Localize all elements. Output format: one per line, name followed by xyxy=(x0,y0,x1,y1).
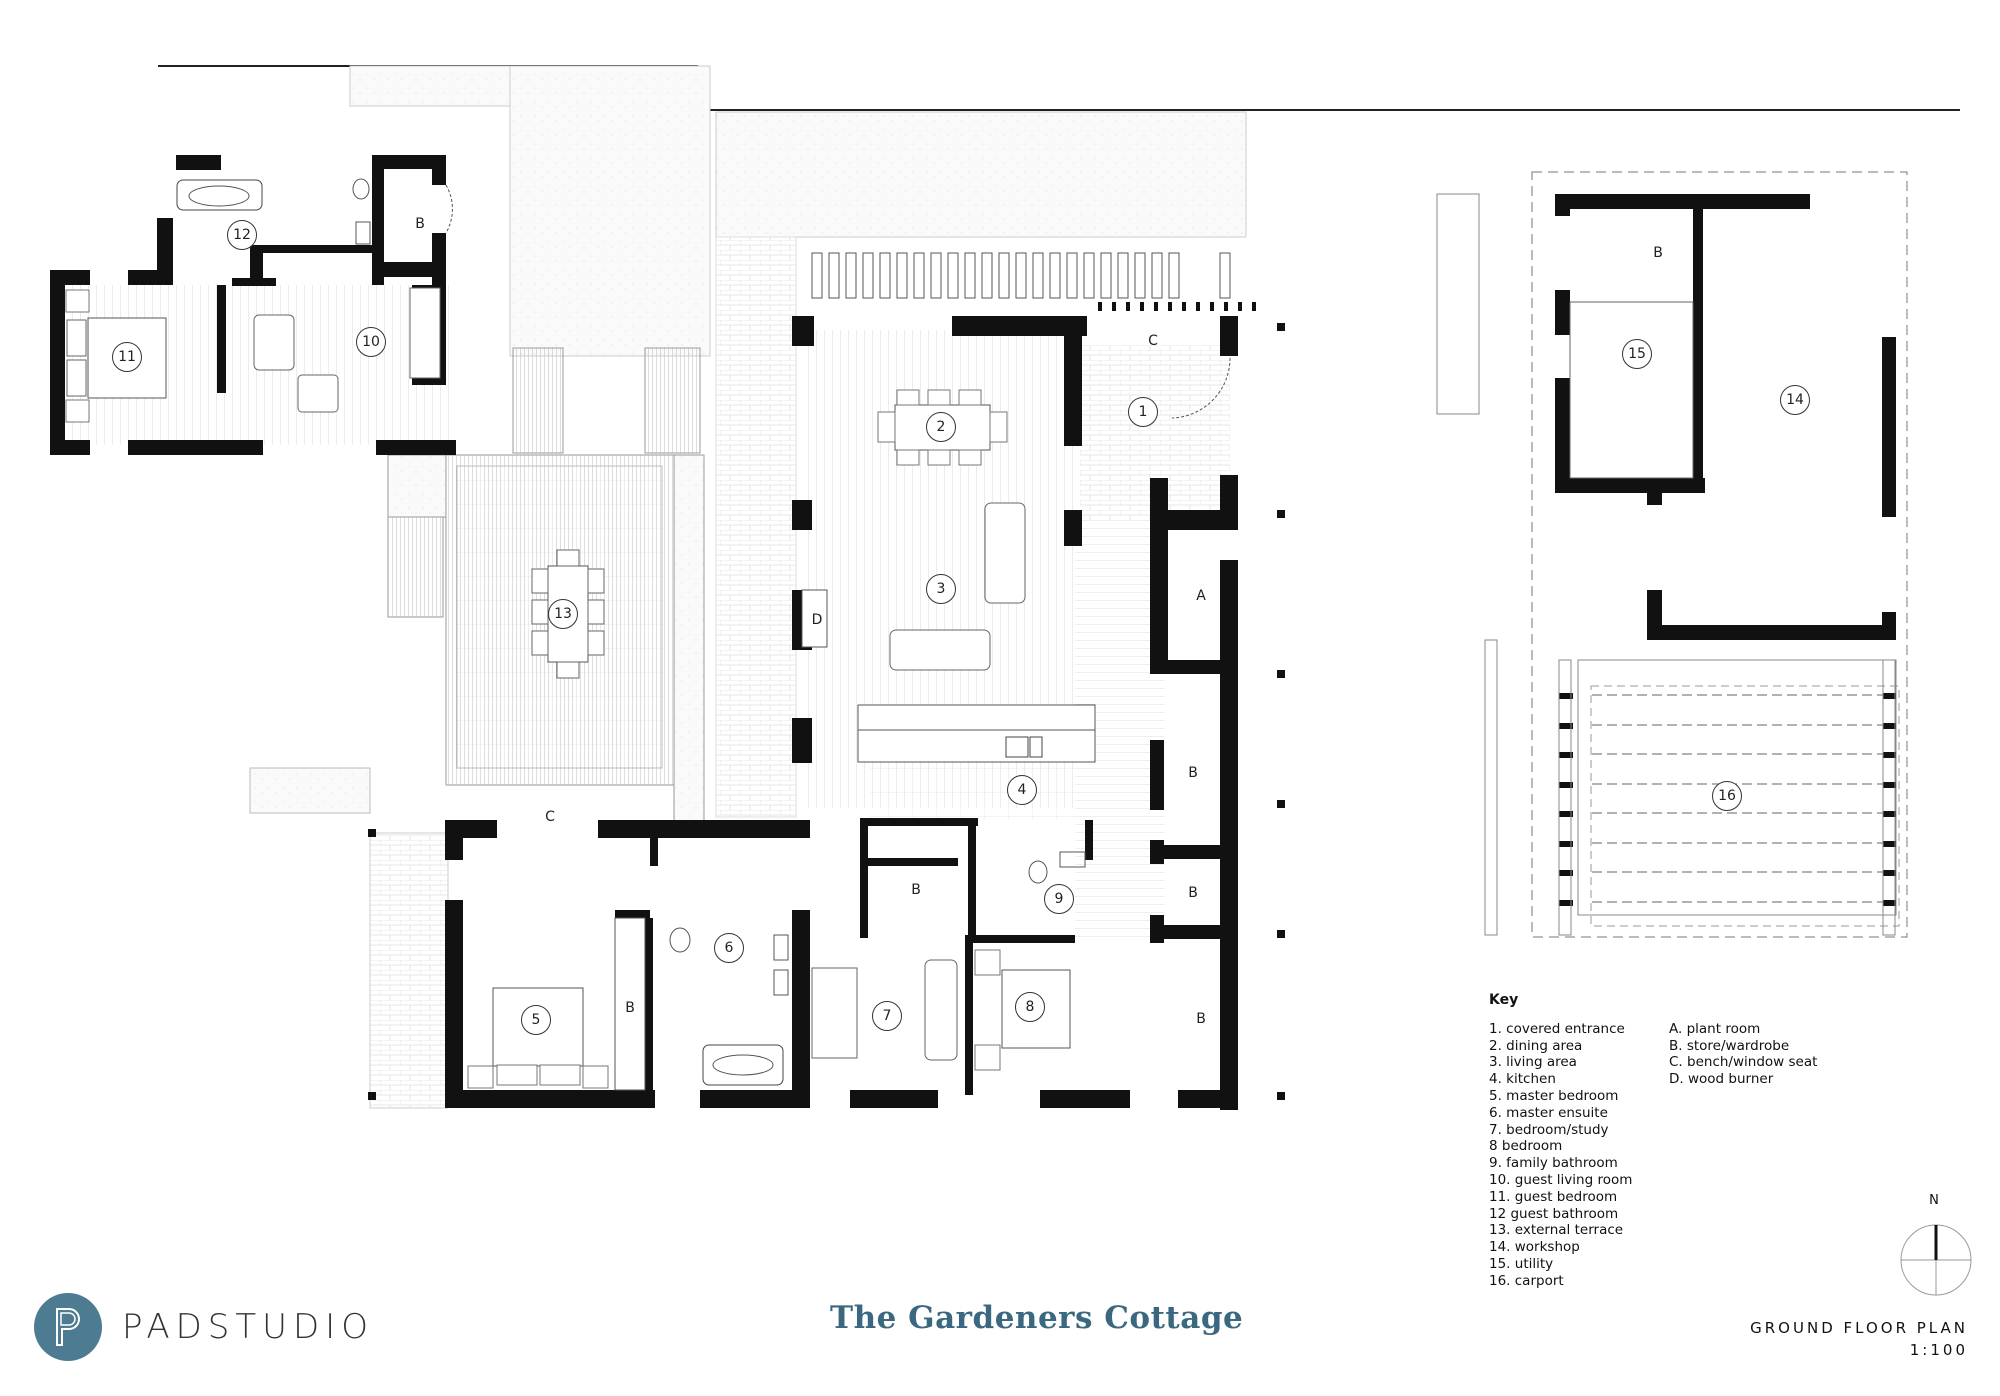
room-tag-14: 14 xyxy=(1780,385,1810,415)
pergola-posts xyxy=(368,302,1285,1100)
key-heading: Key xyxy=(1489,992,1519,1008)
room-tag-12: 12 xyxy=(227,220,257,250)
project-title: The Gardeners Cottage xyxy=(830,1300,1244,1336)
bench-label: C xyxy=(1148,333,1158,349)
key-item: 16. carport xyxy=(1489,1272,1564,1289)
bench-label: C xyxy=(545,809,555,825)
wood-burner-label: D xyxy=(811,612,823,628)
key-item: 15. utility xyxy=(1489,1255,1554,1272)
room-tag-6: 6 xyxy=(714,933,744,963)
plant-room-label: A xyxy=(1196,588,1206,604)
room-tag-8: 8 xyxy=(1015,992,1045,1022)
garden-areas xyxy=(249,65,1247,1109)
guest-annex xyxy=(50,155,456,455)
brand-name: PADSTUDIO xyxy=(122,1307,374,1347)
key-item: 1. covered entrance xyxy=(1489,1020,1625,1037)
room-tag-10: 10 xyxy=(356,327,386,357)
store-label: B xyxy=(1188,765,1198,781)
room-tag-13: 13 xyxy=(548,599,578,629)
room-tag-1: 1 xyxy=(1128,397,1158,427)
store-label: B xyxy=(1188,885,1198,901)
p-glyph-icon xyxy=(56,1308,80,1346)
key-features-list: A. plant room B. store/wardrobe C. bench… xyxy=(1669,1021,1817,1290)
room-tag-4: 4 xyxy=(1007,775,1037,805)
drawing-title: GROUND FLOOR PLAN xyxy=(1750,1319,1968,1337)
key-item: 6. master ensuite xyxy=(1489,1104,1608,1121)
key-item: 12 guest bathroom xyxy=(1489,1205,1619,1222)
key-item: 14. workshop xyxy=(1489,1239,1580,1256)
room-tag-3: 3 xyxy=(926,574,956,604)
store-label: B xyxy=(415,216,425,232)
key-item: 5. master bedroom xyxy=(1489,1087,1619,1104)
logo-mark-icon xyxy=(34,1293,102,1361)
pergola-slats xyxy=(811,252,1231,299)
brand-logo: PADSTUDIO xyxy=(34,1293,374,1361)
key-rooms-list: 1. covered entrance 2. dining area 3. li… xyxy=(1489,1021,1669,1290)
key-item: 13. external terrace xyxy=(1489,1222,1624,1239)
room-tag-7: 7 xyxy=(872,1001,902,1031)
drawing-scale: 1:100 xyxy=(1909,1341,1968,1359)
key-item: D. wood burner xyxy=(1669,1071,1774,1088)
workshop-building xyxy=(1436,171,1908,938)
key-item: 8 bedroom xyxy=(1489,1138,1563,1155)
key-item: 9. family bathroom xyxy=(1489,1155,1618,1172)
room-tag-16: 16 xyxy=(1712,781,1742,811)
north-arrow-icon xyxy=(1900,1224,1972,1296)
key-item: 7. bedroom/study xyxy=(1489,1121,1609,1138)
store-label: B xyxy=(1653,245,1663,261)
store-label: B xyxy=(625,1000,635,1016)
north-indicator: N xyxy=(1898,1193,1970,1208)
key-item: A. plant room xyxy=(1669,1020,1761,1037)
store-label: B xyxy=(911,882,921,898)
store-label: B xyxy=(1196,1011,1206,1027)
key-item: 3. living area xyxy=(1489,1054,1577,1071)
key-item: B. store/wardrobe xyxy=(1669,1037,1790,1054)
north-label: N xyxy=(1929,1193,1939,1208)
room-tag-9: 9 xyxy=(1044,884,1074,914)
drawing-title-block: GROUND FLOOR PLAN 1:100 xyxy=(1750,1317,1968,1361)
legend-key: Key 1. covered entrance 2. dining area 3… xyxy=(1489,992,1817,1290)
key-item: 11. guest bedroom xyxy=(1489,1188,1618,1205)
room-tag-11: 11 xyxy=(112,342,142,372)
key-item: 2. dining area xyxy=(1489,1037,1583,1054)
key-item: 4. kitchen xyxy=(1489,1071,1556,1088)
room-tag-15: 15 xyxy=(1622,339,1652,369)
room-tag-2: 2 xyxy=(926,412,956,442)
key-item: 10. guest living room xyxy=(1489,1171,1633,1188)
key-item: C. bench/window seat xyxy=(1669,1054,1818,1071)
main-house xyxy=(445,316,1238,1110)
external-terrace xyxy=(387,347,705,826)
room-tag-5: 5 xyxy=(521,1005,551,1035)
